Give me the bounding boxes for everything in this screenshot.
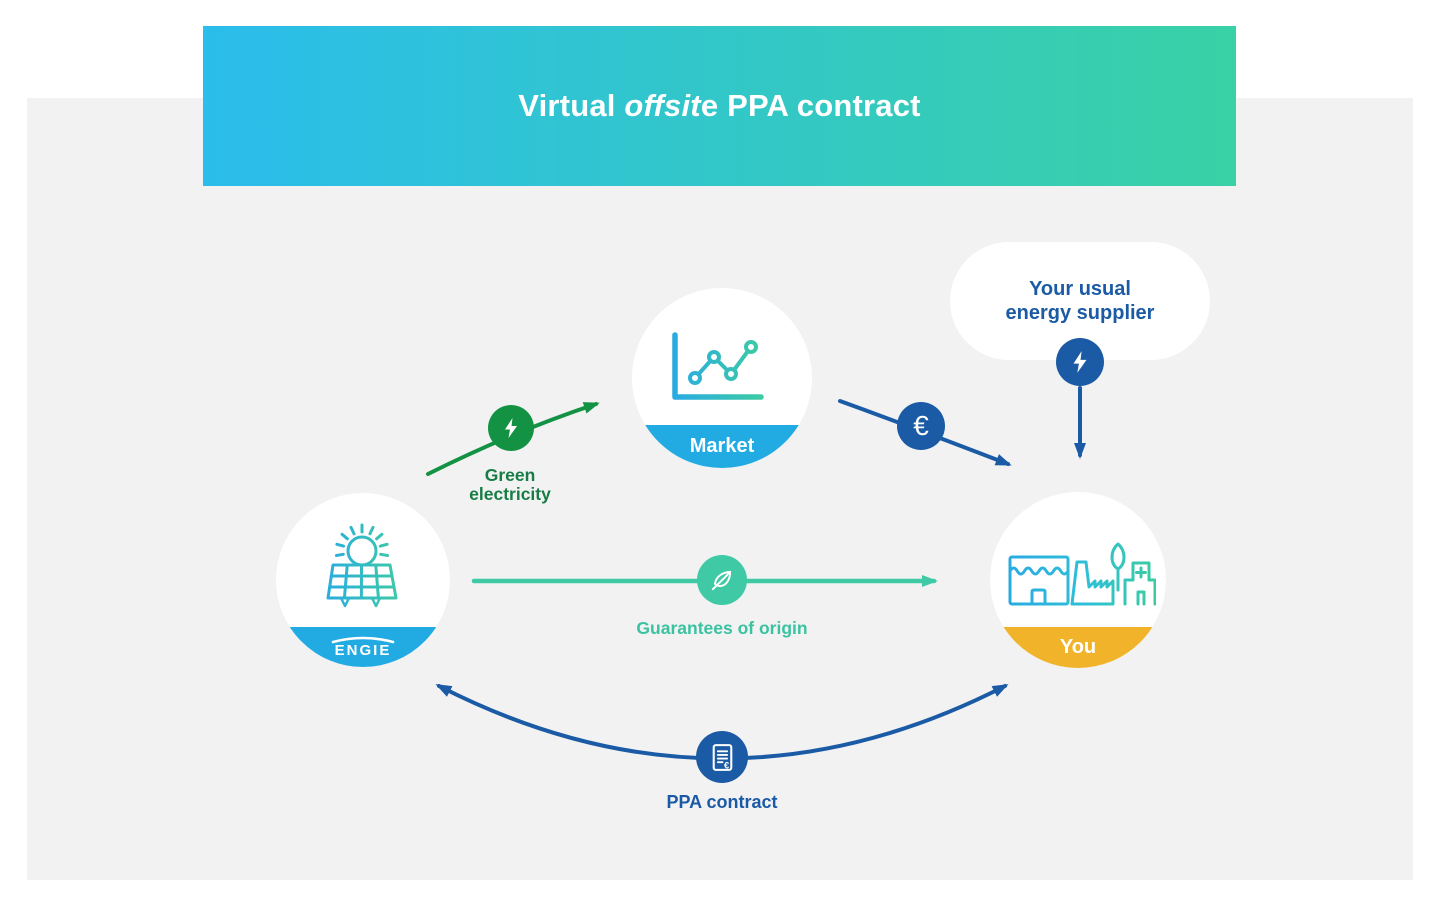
guarantees-leaf-badge [697, 555, 747, 605]
contract-icon: € [712, 743, 732, 771]
node-market: Market [632, 288, 812, 468]
euro-badge: € [897, 402, 945, 450]
leaf-icon [711, 570, 732, 591]
market-label: Market [689, 435, 755, 457]
market-band: Market [632, 425, 812, 468]
ppa-contract-badge: € [696, 731, 748, 783]
ppa-contract-label: PPA contract [666, 792, 778, 812]
solar-panel-icon [326, 523, 398, 608]
supplier-lightning-badge [1056, 338, 1104, 386]
line-chart-icon [672, 332, 764, 400]
engie-logo: ENGIE [331, 636, 395, 659]
you-label: You [1059, 636, 1097, 658]
buildings-icon [1008, 542, 1156, 606]
lightning-icon [1073, 351, 1087, 373]
green-electricity-badge [488, 405, 534, 451]
you-band: You [990, 627, 1166, 668]
lightning-icon [505, 418, 517, 438]
title-banner: Virtual offsite PPA contract [203, 26, 1236, 186]
euro-icon: € [913, 410, 929, 441]
node-you: You [990, 492, 1166, 668]
green-electricity-label: Green electricity [469, 465, 551, 504]
svg-text:€: € [724, 760, 729, 770]
page-title: Virtual offsite PPA contract [518, 88, 921, 123]
engie-band: ENGIE [276, 627, 450, 667]
engie-label: ENGIE [335, 642, 392, 659]
guarantees-of-origin-label: Guarantees of origin [636, 618, 808, 638]
supplier-label-line2: energy supplier [1005, 302, 1155, 324]
node-engie: ENGIE [276, 493, 450, 667]
supplier-label-line1: Your usual [1029, 278, 1131, 300]
